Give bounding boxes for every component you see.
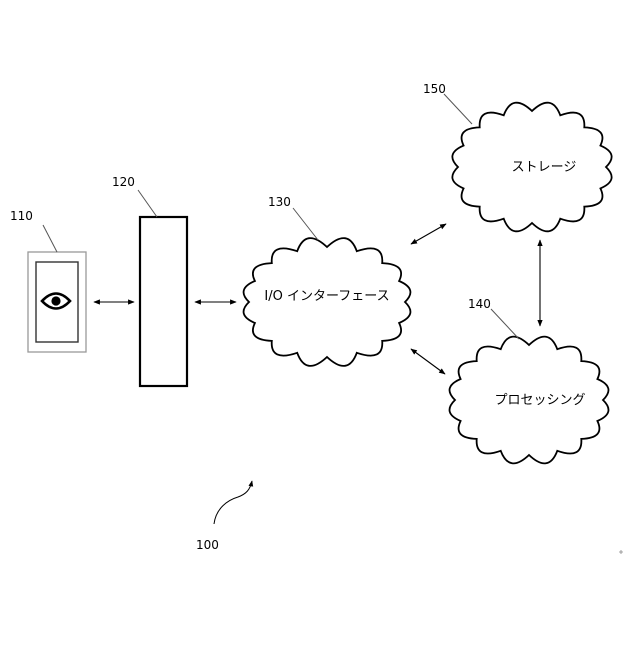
io-ref-label: 130	[268, 195, 291, 209]
io-leader-line	[293, 208, 318, 240]
processing-leader-line	[491, 309, 519, 339]
device-leader-line	[43, 225, 57, 252]
arrow-io-storage	[411, 224, 446, 244]
arrow-io-processing	[411, 349, 445, 374]
storage-label: ストレージ	[512, 160, 577, 175]
processing-label: プロセッシング	[494, 393, 585, 408]
module-120	[140, 217, 187, 386]
device-110	[28, 252, 86, 352]
storage-ref-label: 150	[423, 82, 446, 96]
system-pointer-arrow	[214, 481, 252, 524]
device-ref-label: 110	[10, 209, 33, 223]
storage-leader-line	[444, 94, 472, 124]
module-ref-label: 120	[112, 175, 135, 189]
system-ref-label: 100	[196, 538, 219, 552]
processing-ref-label: 140	[468, 297, 491, 311]
io-interface-label: I/O インターフェース	[264, 289, 389, 304]
eye-icon	[42, 294, 70, 309]
module-leader-line	[138, 190, 157, 217]
corner-mark	[619, 550, 623, 554]
